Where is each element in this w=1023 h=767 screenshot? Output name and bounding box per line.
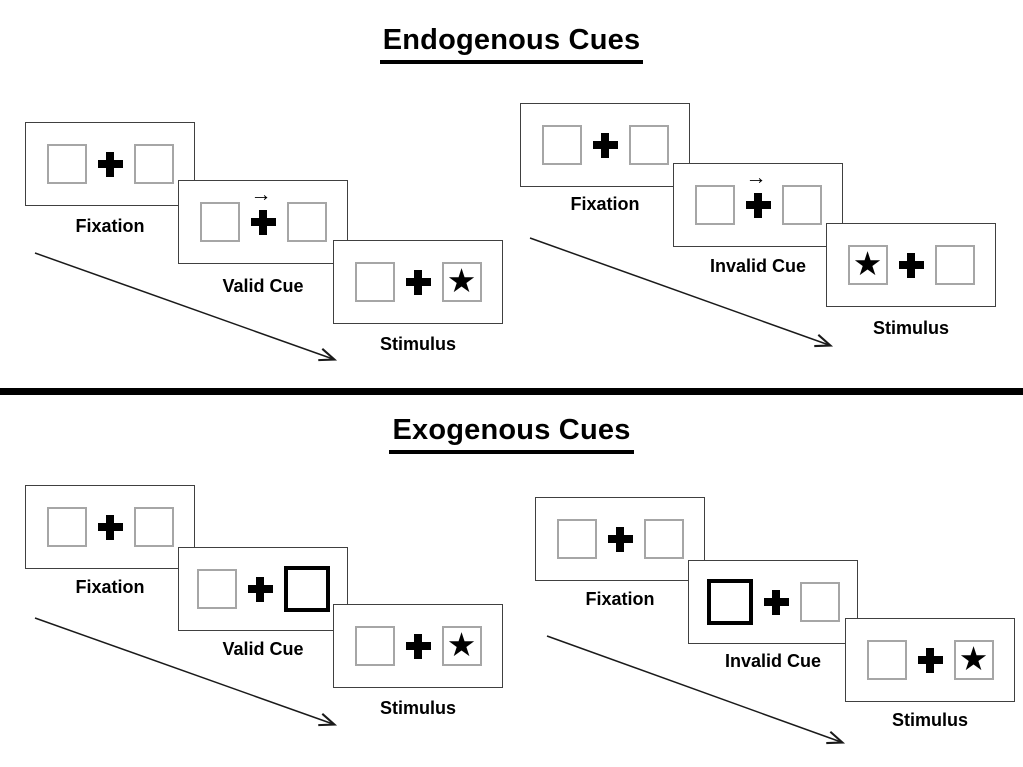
timeline-arrow: [529, 237, 834, 348]
highlighted-cue-box: [283, 566, 330, 612]
placeholder-box: [628, 125, 669, 165]
stimulus-panel: ★: [333, 240, 503, 324]
star-box: ★: [441, 626, 482, 666]
fixation-cross-icon: [247, 576, 273, 602]
right-arrow-icon: →: [250, 182, 272, 206]
placeholder-box: [199, 202, 240, 242]
cue-label: Valid Cue: [222, 639, 304, 659]
stimulus-label: Stimulus: [379, 334, 456, 354]
fixation-cross-icon: [763, 589, 789, 615]
fixation-cross-icon: [607, 526, 633, 552]
placeholder-box: [694, 185, 735, 225]
star-box: ★: [953, 640, 994, 680]
highlighted-cue-box: [706, 579, 753, 625]
fixation-panel: [25, 122, 195, 206]
exogenous-cues-title: Exogenous Cues: [0, 414, 1023, 454]
placeholder-box: [934, 245, 975, 285]
valid-cue-panel: [178, 547, 348, 631]
invalid-cue-panel: →: [673, 163, 843, 247]
fixation-cross-icon: [97, 514, 123, 540]
fixation-cross-icon: [592, 132, 618, 158]
stimulus-label: Stimulus: [872, 318, 949, 338]
fixation-panel: [25, 485, 195, 569]
placeholder-box: [196, 569, 237, 609]
fixation-cross-icon: [917, 647, 943, 673]
fixation-cross-icon: [405, 633, 431, 659]
central-cue: →: [745, 167, 771, 218]
placeholder-box: [133, 144, 174, 184]
fixation-panel: [535, 497, 705, 581]
placeholder-box: [46, 507, 87, 547]
star-icon: ★: [446, 626, 477, 663]
placeholder-box: [133, 507, 174, 547]
stimulus-panel: ★: [333, 604, 503, 688]
star-icon: ★: [958, 640, 989, 677]
exogenous-cues-title-text: Exogenous Cues: [389, 414, 634, 454]
cue-label: Invalid Cue: [709, 256, 807, 276]
fixation-label: Fixation: [75, 216, 145, 236]
cue-label: Invalid Cue: [724, 651, 822, 671]
right-arrow-icon: →: [745, 165, 767, 189]
placeholder-box: [643, 519, 684, 559]
timeline-arrow: [34, 617, 338, 727]
timeline-arrow: [34, 252, 338, 362]
endogenous-cues-title: Endogenous Cues: [0, 24, 1023, 64]
star-icon: ★: [852, 245, 883, 282]
fixation-cross-icon: [250, 209, 276, 235]
endogenous-cues-title-text: Endogenous Cues: [379, 24, 644, 64]
star-box: ★: [847, 245, 888, 285]
placeholder-box: [556, 519, 597, 559]
stimulus-panel: ★: [845, 618, 1015, 702]
star-box: ★: [441, 262, 482, 302]
stimulus-panel: ★: [826, 223, 996, 307]
placeholder-box: [354, 262, 395, 302]
star-icon: ★: [446, 262, 477, 299]
stimulus-label: Stimulus: [379, 698, 456, 718]
fixation-label: Fixation: [585, 589, 655, 609]
stimulus-label: Stimulus: [891, 710, 968, 730]
fixation-cross-icon: [405, 269, 431, 295]
fixation-label: Fixation: [75, 577, 145, 597]
placeholder-box: [286, 202, 327, 242]
fixation-label: Fixation: [570, 194, 640, 214]
fixation-cross-icon: [97, 151, 123, 177]
placeholder-box: [799, 582, 840, 622]
fixation-panel: [520, 103, 690, 187]
placeholder-box: [541, 125, 582, 165]
invalid-cue-panel: [688, 560, 858, 644]
fixation-cross-icon: [898, 252, 924, 278]
timeline-arrow: [546, 635, 846, 745]
placeholder-box: [866, 640, 907, 680]
section-divider: [0, 388, 1023, 395]
cue-label: Valid Cue: [222, 276, 304, 296]
central-cue: →: [250, 184, 276, 235]
placeholder-box: [46, 144, 87, 184]
placeholder-box: [781, 185, 822, 225]
fixation-cross-icon: [745, 192, 771, 218]
placeholder-box: [354, 626, 395, 666]
valid-cue-panel: →: [178, 180, 348, 264]
